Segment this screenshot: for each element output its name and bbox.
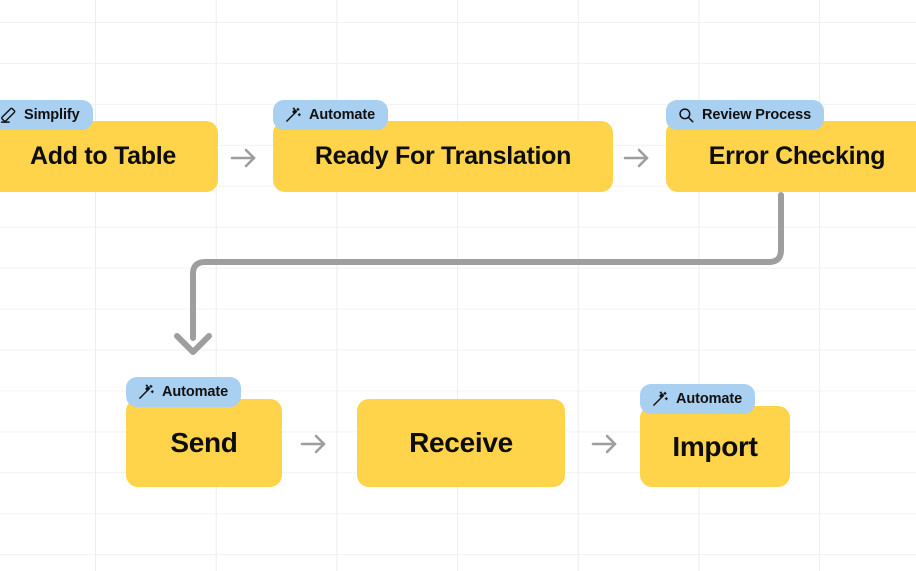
magic-wand-icon [286, 107, 301, 122]
badge-review-process-label: Review Process [702, 107, 812, 123]
node-receive[interactable]: Receive [357, 399, 565, 487]
arrow-right-icon-send-to-receive [300, 434, 326, 454]
node-receive-label: Receive [409, 427, 513, 458]
node-import[interactable]: Import [640, 406, 790, 487]
eraser-icon [0, 107, 16, 123]
magnifier-icon [679, 108, 694, 123]
node-ready-for-translation-label: Ready For Translation [314, 142, 572, 170]
badge-automate-send-label: Automate [162, 384, 229, 400]
node-error-checking-label: Error Checking [708, 142, 886, 170]
badge-automate-send[interactable]: Automate [126, 377, 242, 407]
arrow-right-icon-add-to-ready [230, 148, 256, 168]
magic-wand-icon [139, 384, 154, 399]
badge-automate-import-label: Automate [676, 391, 743, 407]
connector-arrow-down-icon [174, 333, 212, 355]
badge-automate-ready-label: Automate [309, 107, 376, 123]
node-add-to-table[interactable]: Add to Table [0, 121, 218, 192]
badge-automate-ready[interactable]: Automate [273, 100, 389, 130]
badge-simplify-label: Simplify [24, 107, 80, 123]
badge-automate-import[interactable]: Automate [640, 384, 756, 414]
node-error-checking[interactable]: Error Checking [666, 121, 916, 192]
connector-path [190, 192, 784, 341]
node-send-label: Send [170, 427, 238, 458]
node-add-to-table-label: Add to Table [30, 142, 176, 170]
node-ready-for-translation[interactable]: Ready For Translation [273, 121, 613, 192]
arrow-right-icon-receive-to-import [591, 434, 617, 454]
node-send[interactable]: Send [126, 399, 282, 487]
badge-simplify[interactable]: Simplify [0, 100, 93, 130]
node-import-label: Import [672, 430, 758, 462]
badge-review-process[interactable]: Review Process [666, 100, 825, 130]
magic-wand-icon [653, 391, 668, 406]
arrow-right-icon-ready-to-error [623, 148, 649, 168]
